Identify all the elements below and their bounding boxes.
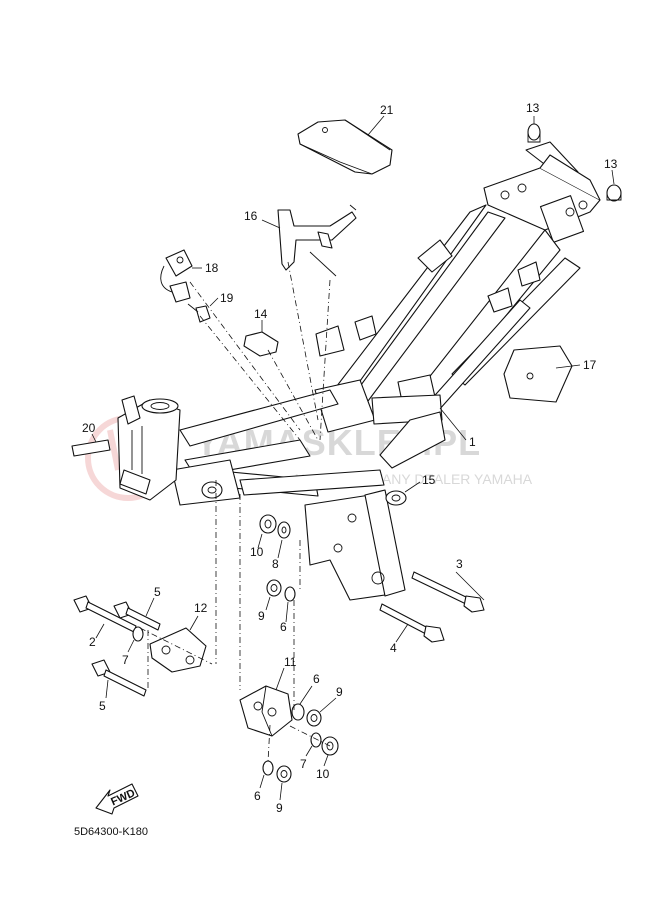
part-1-main-frame[interactable]: [171, 141, 601, 601]
callout-16: 16: [244, 209, 258, 223]
callout-17: 17: [583, 358, 597, 372]
part-14-clip[interactable]: [243, 331, 279, 357]
part-18-sensor[interactable]: [160, 249, 193, 303]
part-4-bolt[interactable]: [379, 603, 445, 643]
part-3-bolt[interactable]: [411, 571, 485, 613]
part-13-damper-side[interactable]: [606, 184, 622, 202]
callout-7-left: 7: [122, 653, 129, 667]
callout-21: 21: [380, 103, 394, 117]
part-20-steering-head[interactable]: [117, 395, 181, 501]
diagram-code: 5D64300-K180: [74, 826, 148, 838]
part-8-washer[interactable]: [277, 521, 291, 539]
part-6-washer-lower-right[interactable]: [291, 703, 305, 721]
part-15-grommet[interactable]: [385, 490, 407, 506]
fwd-arrow-icon: FWD: [95, 783, 139, 815]
callout-9-middle: 9: [258, 609, 265, 623]
callout-9-lower-right: 9: [336, 685, 343, 699]
callout-4: 4: [390, 641, 397, 655]
part-21-cover[interactable]: [297, 119, 393, 175]
callout-6-lower-right: 6: [313, 672, 320, 686]
callout-labels: 21 13 13 16 18 19 14 17 20 1 15 10 8 3 5…: [82, 101, 618, 815]
callout-19: 19: [220, 291, 234, 305]
callout-14: 14: [254, 307, 268, 321]
callout-20: 20: [82, 421, 96, 435]
callout-10-lower: 10: [316, 767, 330, 781]
part-6-washer-bottom[interactable]: [262, 760, 274, 776]
callout-18: 18: [205, 261, 219, 275]
callout-7-lower: 7: [300, 757, 307, 771]
callout-15: 15: [422, 473, 436, 487]
callout-6-middle: 6: [280, 620, 287, 634]
callout-1: 1: [469, 435, 476, 449]
callout-13-side: 13: [604, 157, 618, 171]
part-5-bolt-upper[interactable]: [113, 601, 161, 631]
callout-5-upper: 5: [154, 585, 161, 599]
assembly-lines: [139, 261, 331, 763]
part-9-nut-bottom[interactable]: [276, 765, 292, 783]
part-9-nut-middle[interactable]: [266, 579, 282, 597]
part-11-bracket[interactable]: [239, 685, 293, 737]
part-12-bracket[interactable]: [149, 627, 207, 673]
part-9-nut-lower-right[interactable]: [306, 709, 322, 727]
callout-6-bottom: 6: [254, 789, 261, 803]
part-19-bolt[interactable]: [187, 303, 211, 323]
part-5-bolt-lower[interactable]: [91, 659, 147, 697]
callout-13-upper: 13: [526, 101, 540, 115]
callout-8: 8: [272, 557, 279, 571]
part-17-plate[interactable]: [503, 345, 573, 403]
part-6-washer-middle[interactable]: [284, 586, 296, 602]
callout-11: 11: [284, 655, 297, 669]
callout-5-lower: 5: [99, 699, 106, 713]
part-20-label-plate[interactable]: [71, 439, 111, 457]
fwd-label: FWD: [109, 787, 137, 808]
part-13-damper-upper[interactable]: [527, 123, 541, 143]
part-7-washer-left[interactable]: [132, 626, 144, 642]
callout-3: 3: [456, 557, 463, 571]
callout-12: 12: [194, 601, 208, 615]
part-16-bracket[interactable]: [277, 204, 357, 277]
part-10-nut-upper[interactable]: [259, 514, 277, 534]
part-7-washer-lower[interactable]: [310, 732, 322, 748]
callout-2: 2: [89, 635, 96, 649]
callout-10-upper: 10: [250, 545, 264, 559]
callout-9-bottom: 9: [276, 801, 283, 815]
